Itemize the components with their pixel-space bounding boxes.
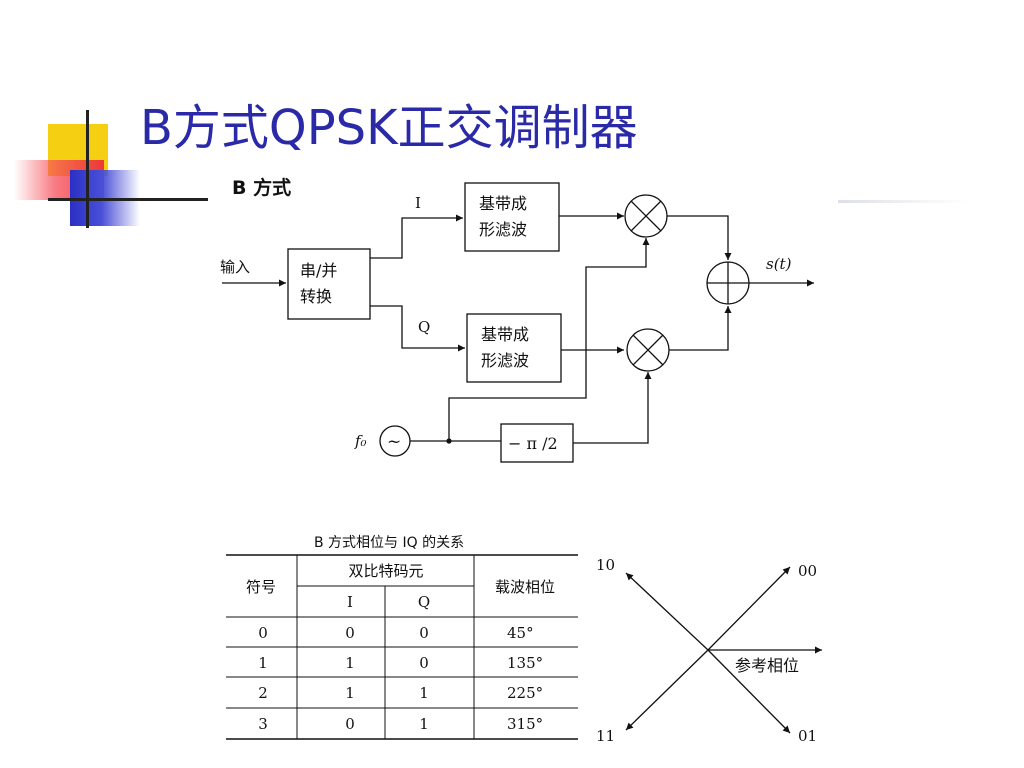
mixer-bottom-to-adder (669, 306, 732, 351)
osc-label: f₀ (354, 432, 367, 450)
vector-10 (625, 572, 709, 651)
sp-converter-box (287, 248, 371, 320)
table-row: 1 1 0 135° (258, 654, 543, 672)
header-dibit: 双比特码元 (348, 562, 423, 580)
filter-bottom-label-1: 基带成 (481, 325, 529, 344)
osc-symbol: ~ (387, 432, 401, 452)
cell-symbol: 2 (258, 684, 268, 702)
deco-horizontal-line (48, 198, 208, 201)
phase-table: B 方式相位与 IQ 的关系 符号 双比特码元 I Q 载波相位 0 0 0 4… (226, 535, 578, 740)
cell-q: 1 (419, 715, 429, 733)
filter-top-box (464, 182, 560, 252)
filter-bottom-label-2: 形滤波 (481, 351, 529, 370)
q-label: Q (418, 318, 430, 336)
cell-phase: 135° (507, 654, 543, 672)
cell-symbol: 1 (258, 654, 268, 672)
deco-vertical-line (86, 110, 89, 228)
cell-i: 0 (345, 715, 355, 733)
filter-top-label-1: 基带成 (479, 194, 527, 213)
cell-i: 0 (345, 624, 355, 642)
table-row: 2 1 1 225° (258, 684, 543, 702)
phase-shift-label: − π /2 (508, 434, 558, 453)
table-row: 0 0 0 45° (258, 624, 533, 642)
table-row: 3 0 1 315° (258, 715, 543, 733)
header-i: I (347, 593, 353, 611)
header-q: Q (418, 593, 430, 611)
output-label: s(t) (766, 255, 792, 273)
vector-00 (707, 566, 791, 651)
cell-phase: 45° (507, 624, 534, 642)
header-phase: 载波相位 (495, 578, 555, 596)
mixer-top-to-adder (667, 215, 732, 260)
deco-fade-line (838, 200, 968, 203)
constellation-diagram: 10 00 11 01 参考相位 (596, 556, 822, 745)
label-11: 11 (596, 727, 615, 745)
slide-title: B方式QPSK正交调制器 (140, 100, 638, 156)
sp-converter-label-2: 转换 (300, 287, 332, 306)
i-branch-line (370, 214, 463, 259)
block-diagram: B 方式 输入 串/并 转换 I 基带成 形滤波 Q 基带成 形滤波 (220, 176, 814, 463)
diagram-heading: B 方式 (232, 176, 291, 199)
label-00: 00 (798, 562, 817, 580)
vector-11 (625, 649, 709, 731)
cell-i: 1 (345, 684, 355, 702)
carrier-to-mixer-top (448, 238, 650, 441)
adder (706, 261, 750, 305)
mixer-bottom (626, 328, 670, 372)
cell-phase: 315° (507, 715, 543, 733)
cell-i: 1 (345, 654, 355, 672)
reference-label: 参考相位 (735, 656, 799, 675)
cell-q: 0 (419, 624, 429, 642)
filter-top-label-2: 形滤波 (479, 220, 527, 239)
header-symbol: 符号 (246, 578, 276, 596)
cell-q: 0 (419, 654, 429, 672)
filter-bottom-box (466, 313, 562, 383)
cell-q: 1 (419, 684, 429, 702)
cell-phase: 225° (507, 684, 543, 702)
label-10: 10 (596, 556, 615, 574)
sp-converter-label-1: 串/并 (300, 261, 337, 280)
cell-symbol: 0 (258, 624, 268, 642)
phase-shift-box (500, 423, 574, 463)
i-label: I (415, 194, 421, 212)
q-branch-line (370, 305, 465, 352)
input-label: 输入 (220, 258, 250, 276)
shifter-to-mixer-bottom (573, 372, 652, 444)
cell-symbol: 3 (258, 715, 268, 733)
mixer-top (624, 194, 668, 238)
table-caption: B 方式相位与 IQ 的关系 (314, 535, 464, 551)
label-01: 01 (798, 727, 817, 745)
vector-01 (707, 649, 791, 734)
